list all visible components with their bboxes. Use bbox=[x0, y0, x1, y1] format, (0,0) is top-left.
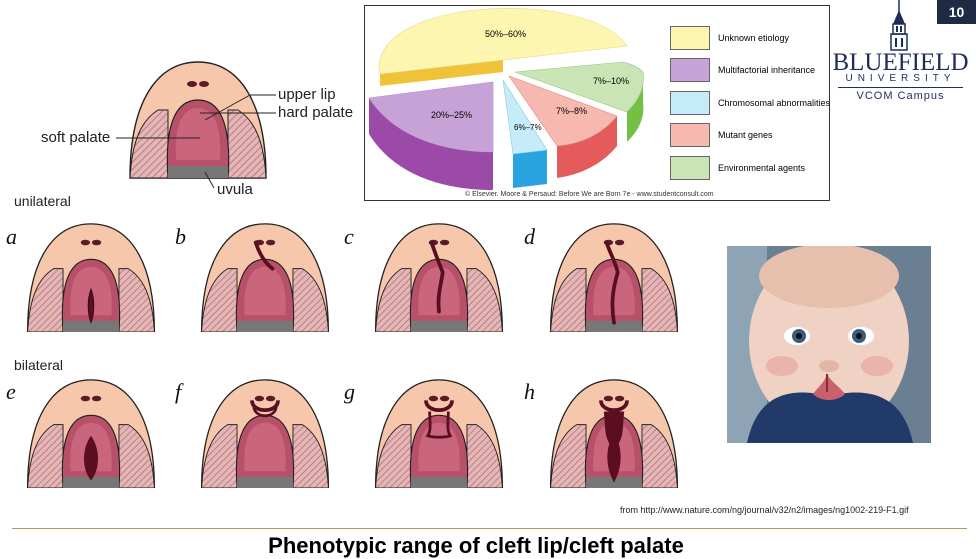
pie-slice-unknown-side bbox=[380, 60, 503, 86]
pie-label-unknown: 50%–60% bbox=[485, 29, 526, 39]
label-upper-lip: upper lip bbox=[278, 86, 336, 103]
logo-brand: BLUEFIELD bbox=[832, 49, 969, 76]
phenotype-panel-h bbox=[543, 378, 685, 493]
anatomy-leader-lines bbox=[116, 94, 276, 189]
legend-swatch bbox=[670, 156, 710, 180]
legend-swatch bbox=[670, 58, 710, 82]
pie-label-multifactorial: 20%–25% bbox=[431, 110, 472, 120]
mouth-palate-illustration bbox=[200, 223, 330, 333]
phenotype-panel-c bbox=[368, 222, 510, 337]
photo-illustration bbox=[727, 246, 931, 443]
pie-slice-chromosomal bbox=[502, 79, 548, 155]
label-uvula: uvula bbox=[217, 181, 253, 198]
legend-label: Mutant genes bbox=[718, 130, 773, 140]
legend-swatch bbox=[670, 91, 710, 115]
pie-slice-environmental bbox=[514, 61, 644, 113]
mouth-palate-illustration bbox=[549, 379, 679, 489]
panel-letter-a: a bbox=[6, 224, 17, 249]
legend-item-multifactorial: Multifactorial inheritance bbox=[670, 57, 815, 83]
logo-campus: VCOM Campus bbox=[856, 90, 945, 102]
mouth-palate-illustration bbox=[26, 223, 156, 333]
phenotype-panel-b bbox=[194, 222, 336, 337]
panel-letter-b: b bbox=[175, 224, 186, 249]
etiology-pie-figure: 50%–60% 20%–25% 6%–7% 7%–8% 7%–10% Unkno… bbox=[364, 5, 830, 201]
pie-slice-multifactorial-side bbox=[369, 98, 493, 190]
pie-slice-unknown bbox=[378, 8, 628, 75]
legend-swatch bbox=[670, 26, 710, 50]
label-hard-palate: hard palate bbox=[278, 104, 354, 121]
pie-label-chromosomal: 6%–7% bbox=[514, 123, 542, 132]
legend-item-mutant: Mutant genes bbox=[670, 122, 773, 148]
panel-letter-h: h bbox=[524, 379, 535, 404]
palate-anatomy-diagram bbox=[129, 61, 267, 179]
pie-slice-mutant-side bbox=[557, 116, 617, 178]
label-soft-palate: soft palate bbox=[41, 129, 111, 146]
section-unilateral: unilateral bbox=[14, 193, 71, 209]
legend-swatch bbox=[670, 123, 710, 147]
patient-photo bbox=[727, 246, 931, 443]
mouth-palate-illustration bbox=[26, 379, 156, 489]
phenotype-panel-a bbox=[20, 222, 162, 337]
legend-item-environmental: Environmental agents bbox=[670, 155, 805, 181]
legend-label: Environmental agents bbox=[718, 163, 806, 173]
logo-brand-sub: UNIVERSITY bbox=[845, 73, 956, 84]
legend-label: Multifactorial inheritance bbox=[718, 65, 816, 75]
phenotype-panel-g bbox=[368, 378, 510, 493]
panel-letter-g: g bbox=[344, 379, 355, 404]
mouth-palate-illustration bbox=[200, 379, 330, 489]
university-logo: BLUEFIELD UNIVERSITY VCOM Campus bbox=[828, 0, 973, 110]
image-source: from http://www.nature.com/ng/journal/v3… bbox=[620, 505, 909, 515]
pie-slice-environmental-side bbox=[627, 72, 644, 142]
pie-credit: © Elsevier. Moore & Persaud: Before We a… bbox=[465, 191, 714, 198]
pie-label-environmental: 7%–10% bbox=[593, 76, 629, 86]
pie-label-mutant: 7%–8% bbox=[556, 106, 587, 116]
panel-letter-e: e bbox=[6, 379, 16, 404]
legend-label: Unknown etiology bbox=[718, 33, 790, 43]
mouth-palate-illustration bbox=[374, 379, 504, 489]
pie-slice-multifactorial-top bbox=[369, 82, 493, 152]
phenotype-panel-e bbox=[20, 378, 162, 493]
logo-rule bbox=[838, 87, 963, 88]
mouth-palate-illustration bbox=[374, 223, 504, 333]
panel-letter-c: c bbox=[344, 224, 354, 249]
pie-slice-chromosomal-side bbox=[513, 150, 547, 188]
pie-label-chromosomal-text: 6%–7% bbox=[514, 123, 542, 132]
tower-icon bbox=[890, 0, 908, 51]
phenotype-panel-f bbox=[194, 378, 336, 493]
pie-slice-mutant bbox=[508, 75, 618, 147]
legend-label: Chromosomal abnormalities bbox=[718, 98, 831, 108]
pie-svg: 50%–60% 20%–25% 6%–7% 7%–8% 7%–10% bbox=[367, 8, 644, 190]
legend-item-unknown: Unknown etiology bbox=[670, 25, 789, 51]
phenotype-panel-d bbox=[543, 222, 685, 337]
mouth-palate-illustration bbox=[549, 223, 679, 333]
panel-letter-d: d bbox=[524, 224, 535, 249]
slide-number: 10 bbox=[937, 0, 976, 24]
title-divider bbox=[12, 528, 967, 529]
legend-item-chromosomal: Chromosomal abnormalities bbox=[670, 90, 830, 116]
slide-title: Phenotypic range of cleft lip/cleft pala… bbox=[268, 533, 684, 558]
panel-letter-f: f bbox=[175, 379, 182, 404]
section-bilateral: bilateral bbox=[14, 357, 64, 373]
